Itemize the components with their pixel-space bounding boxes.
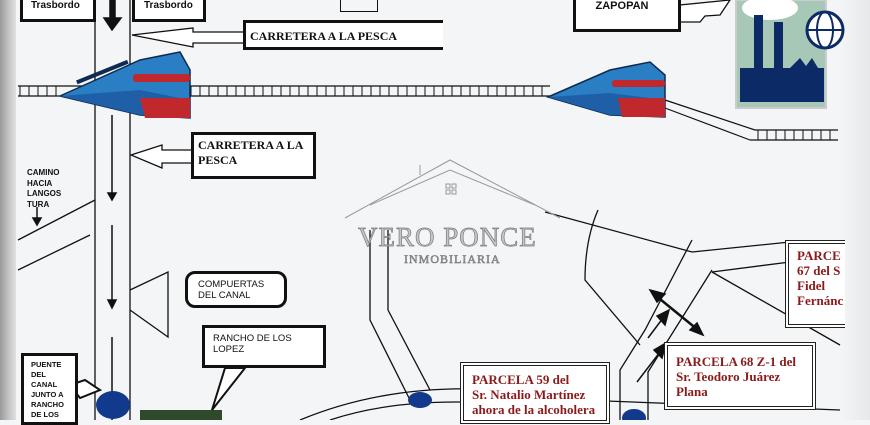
parcela-59-line: Sr. Natalio Martínez xyxy=(472,387,586,402)
parcela-68-line: PARCELA 68 Z-1 del xyxy=(676,354,797,369)
trasbordo-right-box: Trasbordo xyxy=(132,0,206,22)
parcela-68-line: Sr. Teodoro Juárez xyxy=(676,369,781,384)
puente-line: DEL xyxy=(31,370,46,379)
flow-arrows xyxy=(31,0,705,420)
parcela-67-box: PARCE 67 del S Fidel Fernánc xyxy=(785,240,845,328)
parcela-67-line: Fernánc xyxy=(797,293,844,308)
puente-line: CANAL xyxy=(31,380,58,389)
rancho-line: LOPEZ xyxy=(213,344,245,355)
train-icon xyxy=(545,61,666,118)
zapopan-box: ZAPOPAN xyxy=(573,0,681,32)
factory-icon xyxy=(735,0,845,109)
parcela-68-box: PARCELA 68 Z-1 del Sr. Teodoro Juárez Pl… xyxy=(664,342,816,410)
compuertas-line: DEL CANAL xyxy=(198,290,251,301)
rancho-callout: RANCHO DE LOS LOPEZ xyxy=(202,325,326,368)
puente-line: DE LOS xyxy=(31,410,59,419)
trasbordo-left-box: Trasbordo xyxy=(20,0,96,22)
parcela-59-line: ahora de la alcoholera xyxy=(472,402,596,417)
watermark-name: VERO PONCE xyxy=(358,222,537,253)
parcela-67-line: 67 del S xyxy=(797,263,841,278)
compuertas-line: COMPUERTAS xyxy=(198,279,265,290)
trasbordo-left-label: Trasbordo xyxy=(31,0,80,11)
zapopan-label: ZAPOPAN xyxy=(595,0,649,12)
camino-line: LANGOS xyxy=(27,189,62,198)
bridge-marker xyxy=(96,391,646,420)
train-icon xyxy=(57,51,191,119)
camino-line: HACIA xyxy=(27,178,53,188)
camino-line: TURA xyxy=(27,199,50,209)
puente-line: RANCHO xyxy=(31,400,64,409)
camino-label: CAMINO HACIA LANGOS TURA xyxy=(27,168,61,210)
carretera-mid-line2: PESCA xyxy=(198,153,238,167)
puente-line: JUNTO A xyxy=(31,390,64,399)
trasbordo-right-label: Trasbordo xyxy=(144,0,193,11)
rancho-line: RANCHO DE LOS xyxy=(213,333,292,344)
scan-edge-left xyxy=(0,0,16,420)
compuertas-callout: COMPUERTAS DEL CANAL xyxy=(185,271,287,308)
rail-ties xyxy=(19,86,831,140)
carretera-top-label: CARRETERA A LA PESCA xyxy=(250,29,398,43)
rancho-photo xyxy=(140,410,222,420)
parcela-67-line: Fidel xyxy=(797,278,826,293)
scan-edge-right xyxy=(840,0,870,420)
parcela-67-line: PARCE xyxy=(797,248,841,263)
carretera-mid-line1: CARRETERA A LA xyxy=(198,138,304,152)
parcela-59-box: PARCELA 59 del Sr. Natalio Martínez ahor… xyxy=(460,362,610,424)
watermark-subtitle: INMOBILIARIA xyxy=(404,252,501,266)
small-box xyxy=(340,0,378,12)
puente-callout: PUENTE DEL CANAL JUNTO A RANCHO DE LOS xyxy=(21,353,78,425)
parcela-68-line: Plana xyxy=(676,384,708,399)
canal-road xyxy=(17,0,841,420)
carretera-top-box: CARRETERA A LA PESCA xyxy=(243,20,443,50)
parcela-59-line: PARCELA 59 del xyxy=(472,372,570,387)
puente-line: PUENTE xyxy=(31,360,62,369)
camino-line: CAMINO xyxy=(27,168,60,177)
house-logo-icon xyxy=(344,159,561,219)
carretera-mid-box: CARRETERA A LA PESCA xyxy=(191,132,316,179)
